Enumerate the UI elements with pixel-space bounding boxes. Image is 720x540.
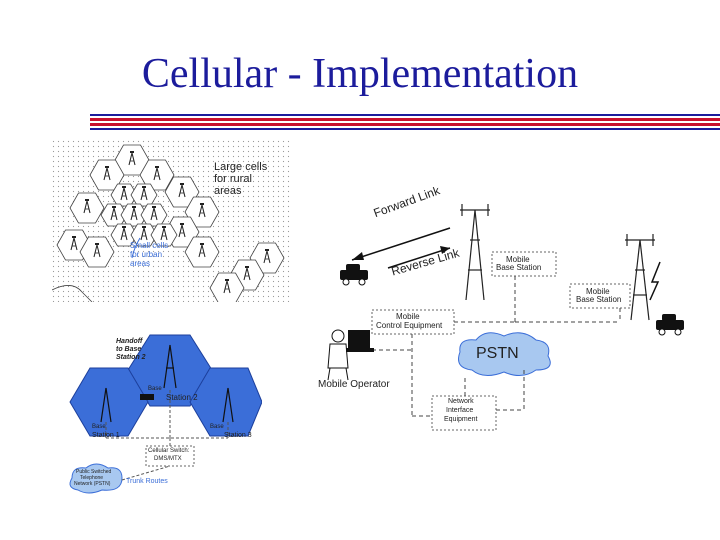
mobile-base-station-label: Mobile — [506, 255, 530, 264]
tower-station-2 — [163, 344, 177, 389]
mobile-control-equipment-box — [371, 309, 455, 335]
mobile-base-station-box — [491, 251, 557, 277]
network-graphic — [327, 204, 684, 431]
mobile-base-station-label-2: Base Station — [496, 263, 542, 272]
title-rule-red-1 — [90, 118, 720, 121]
cell-map-graphic — [51, 140, 290, 304]
tower-base-station-1 — [460, 204, 490, 301]
mobile-control-equipment-label: Mobile — [396, 312, 420, 321]
cellular-switch-box — [145, 445, 195, 467]
lightning-bolt — [649, 261, 661, 301]
car-right — [656, 314, 684, 336]
title-rule-blue-top — [90, 114, 720, 116]
cellular-switch-label: Cellular Switch: — [148, 448, 190, 454]
trunk-routes-label: Trunk Routes — [126, 478, 168, 485]
car-handoff — [140, 394, 154, 400]
base-station-1-label-2: Station 1 — [92, 432, 120, 439]
pstn-label: PSTN — [476, 345, 519, 362]
forward-link-arrow — [351, 227, 451, 261]
mobile-operator-figure — [327, 329, 374, 381]
handoff-panel: Handoff to Base Station 2 Base Station 2… — [62, 330, 263, 498]
mobile-control-equipment-label-2: Control Equipment — [376, 321, 443, 330]
mobile-base-station-2-box — [569, 283, 631, 309]
cell-station-1 — [69, 367, 149, 437]
pstn-cloud-label-3: Network (PSTN) — [74, 481, 111, 487]
handoff-label-3: Station 2 — [116, 354, 146, 361]
car-left — [340, 264, 368, 286]
handoff-graphic — [69, 334, 263, 494]
pstn-cloud-label-2: Telephone — [80, 475, 104, 481]
base-station-2-label-2: Station 2 — [166, 393, 198, 402]
reverse-link-arrow — [387, 246, 451, 269]
mobile-operator-label: Mobile Operator — [318, 379, 390, 390]
handoff-label-2: to Base — [116, 346, 142, 353]
title-rule-red-2 — [90, 123, 720, 126]
dashed-links — [372, 276, 621, 417]
tower-base-station-2 — [625, 234, 655, 321]
base-station-2-label: Base — [148, 386, 162, 392]
cell-map-panel: Large cells for rural areas Small cells … — [51, 140, 290, 304]
large-cells-label-2: for rural — [214, 173, 252, 185]
large-cells-label-3: areas — [214, 185, 242, 197]
pstn-cloud-label: Public Switched — [76, 469, 112, 475]
slide-title: Cellular - Implementation — [141, 51, 579, 97]
base-station-3-label: Base — [210, 424, 224, 430]
mobile-base-station-2-label-2: Base Station — [576, 295, 622, 304]
tower-station-3 — [222, 387, 234, 423]
small-cells-label-3: areas — [130, 259, 151, 268]
large-cells-label: Large cells — [214, 161, 268, 173]
small-cells-label-2: for urban — [130, 250, 163, 259]
network-interface-label-3: Equipment — [444, 416, 478, 423]
network-interface-equipment-box — [431, 395, 497, 431]
handoff-label: Handoff — [116, 338, 143, 345]
small-cells-label: Small cells — [130, 241, 169, 250]
network-panel: Forward Link Reverse Link Mobile Base St… — [300, 183, 720, 440]
title-rule-blue-bottom — [90, 128, 720, 130]
network-interface-label: Network — [448, 398, 474, 405]
pstn-cloud — [69, 463, 123, 494]
cellular-switch-label-2: DMS/MTX — [154, 456, 182, 462]
base-station-3-label-2: Station 3 — [224, 432, 252, 439]
mobile-base-station-2-label: Mobile — [586, 287, 610, 296]
base-station-1-label: Base — [92, 424, 106, 430]
network-interface-label-2: Interface — [446, 407, 474, 414]
pstn-cloud — [458, 332, 551, 376]
tower-station-1 — [100, 387, 112, 423]
